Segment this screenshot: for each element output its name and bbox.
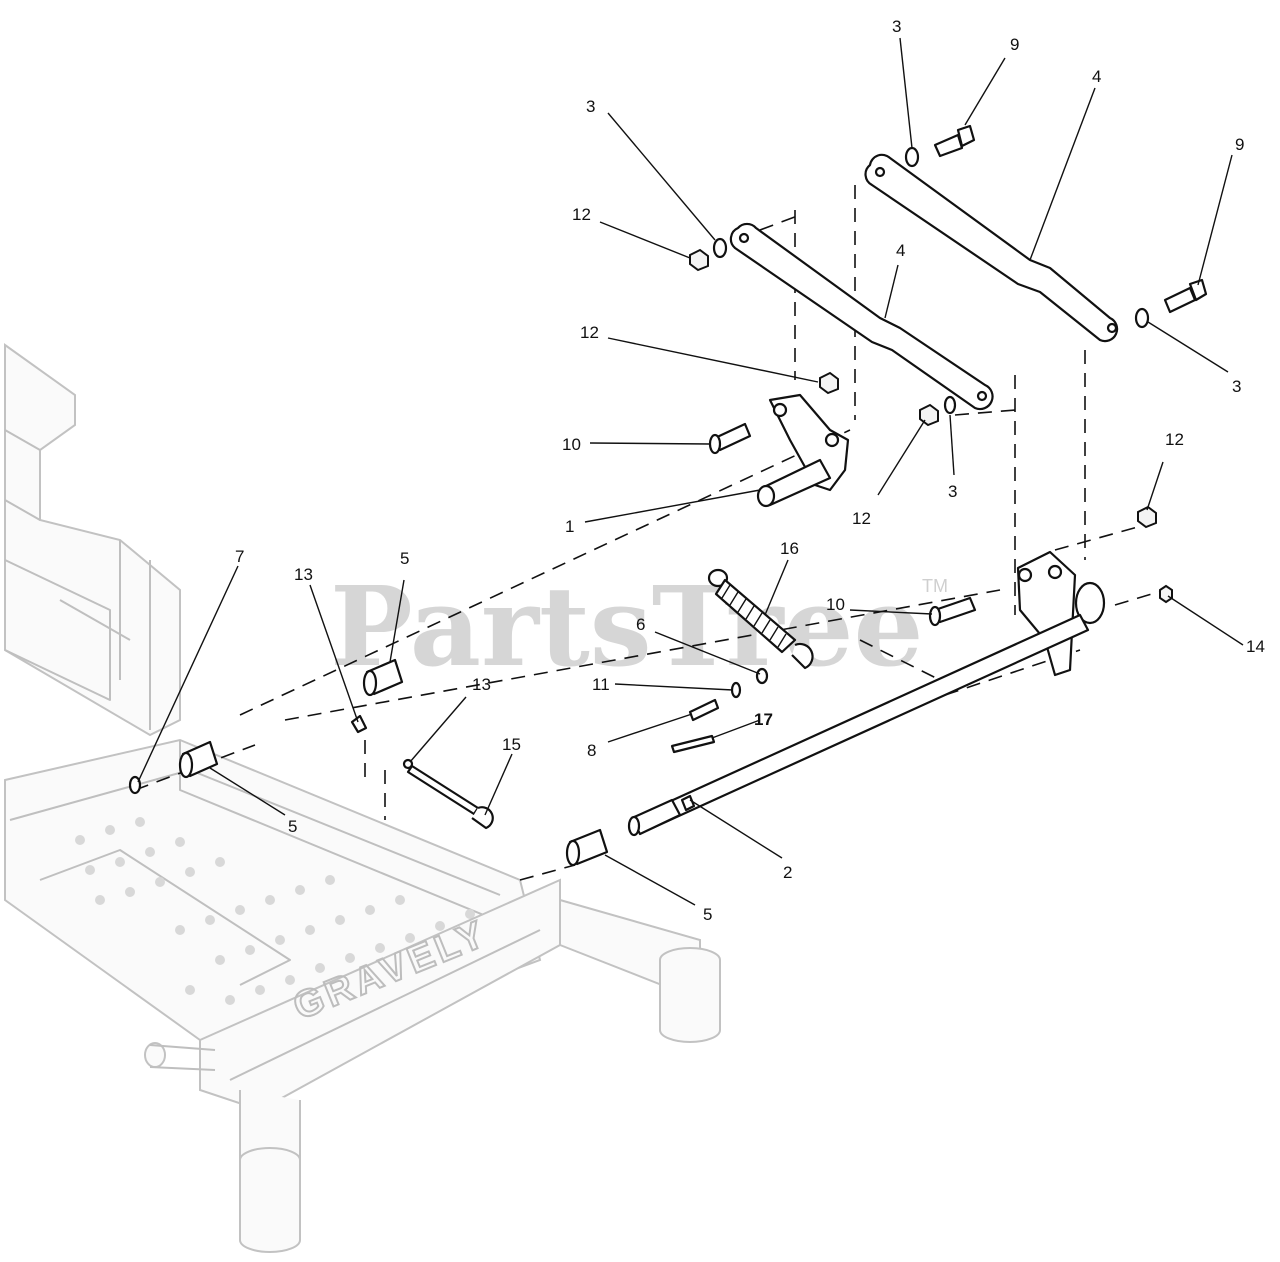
callout-4-right: 4 xyxy=(1092,67,1101,86)
retaining-ring-7 xyxy=(128,775,142,795)
callout-12-far: 12 xyxy=(1165,430,1184,449)
callout-9-right: 9 xyxy=(1235,135,1244,154)
callout-10-left: 10 xyxy=(562,435,581,454)
washer-6 xyxy=(755,667,769,685)
link-arm-left xyxy=(729,222,994,411)
nut-12-left xyxy=(689,248,709,272)
callout-7: 7 xyxy=(235,547,244,566)
bolt-9-top xyxy=(933,124,976,158)
rod-15 xyxy=(406,764,494,830)
callout-3-right: 3 xyxy=(1232,377,1241,396)
platform-perforations xyxy=(75,817,475,1005)
callout-5-left: 5 xyxy=(288,817,297,836)
washer-3-center xyxy=(943,395,957,415)
partstree-watermark: PartsTree xyxy=(330,562,924,691)
callout-3-left: 3 xyxy=(586,97,595,116)
link-arm-right xyxy=(864,153,1119,343)
callout-3-center: 3 xyxy=(948,482,957,501)
pivot-bracket-right xyxy=(1016,550,1106,677)
bushing-5-bottom xyxy=(565,828,609,867)
callout-6: 6 xyxy=(636,615,645,634)
clevis-pin-10-left xyxy=(708,422,752,455)
callout-8: 8 xyxy=(587,741,596,760)
nut-14 xyxy=(1159,584,1173,604)
washer-3-top xyxy=(904,146,920,168)
bolt-9-right xyxy=(1163,278,1208,314)
callout-10-right: 10 xyxy=(826,595,845,614)
washer-3-left xyxy=(712,237,728,259)
bushing-5-left xyxy=(178,740,219,779)
callout-17: 17 xyxy=(754,710,773,729)
callout-14: 14 xyxy=(1246,637,1265,656)
callout-16: 16 xyxy=(780,539,799,558)
callout-15: 15 xyxy=(502,735,521,754)
leader-lines xyxy=(137,37,1244,906)
pivot-bracket-left xyxy=(756,393,850,508)
callout-11: 11 xyxy=(592,675,610,694)
extension-spring xyxy=(707,568,814,670)
hairpin-13-left xyxy=(350,714,368,734)
main-shaft xyxy=(627,613,1090,837)
watermark-trademark: TM xyxy=(922,576,948,596)
clevis-pin-10-right xyxy=(928,596,977,627)
callout-2: 2 xyxy=(783,863,792,882)
callout-1: 1 xyxy=(565,517,574,536)
callout-3-top: 3 xyxy=(892,17,901,36)
callout-12-center: 12 xyxy=(852,509,871,528)
callout-5-upper: 5 xyxy=(400,549,409,568)
callout-labels: 3 9 4 9 3 3 12 4 12 10 1 12 3 12 14 16 1… xyxy=(235,17,1265,924)
callout-5-bottom: 5 xyxy=(703,905,712,924)
bushing-5-upper xyxy=(362,658,404,697)
mower-frame: GRAVELY xyxy=(4,343,721,1253)
callout-9-top: 9 xyxy=(1010,35,1019,54)
nut-12-mid xyxy=(819,371,839,395)
callout-12-mid: 12 xyxy=(580,323,599,342)
nut-12-center xyxy=(919,403,939,427)
alignment-lines xyxy=(134,185,1166,881)
callout-4-mid: 4 xyxy=(896,241,905,260)
callout-13-left: 13 xyxy=(294,565,313,584)
pin-17 xyxy=(670,734,716,754)
callout-12-left: 12 xyxy=(572,205,591,224)
washer-11 xyxy=(730,681,742,699)
washer-3-right xyxy=(1134,307,1150,329)
callout-13-right: 13 xyxy=(472,675,491,694)
pin-8 xyxy=(688,698,720,722)
